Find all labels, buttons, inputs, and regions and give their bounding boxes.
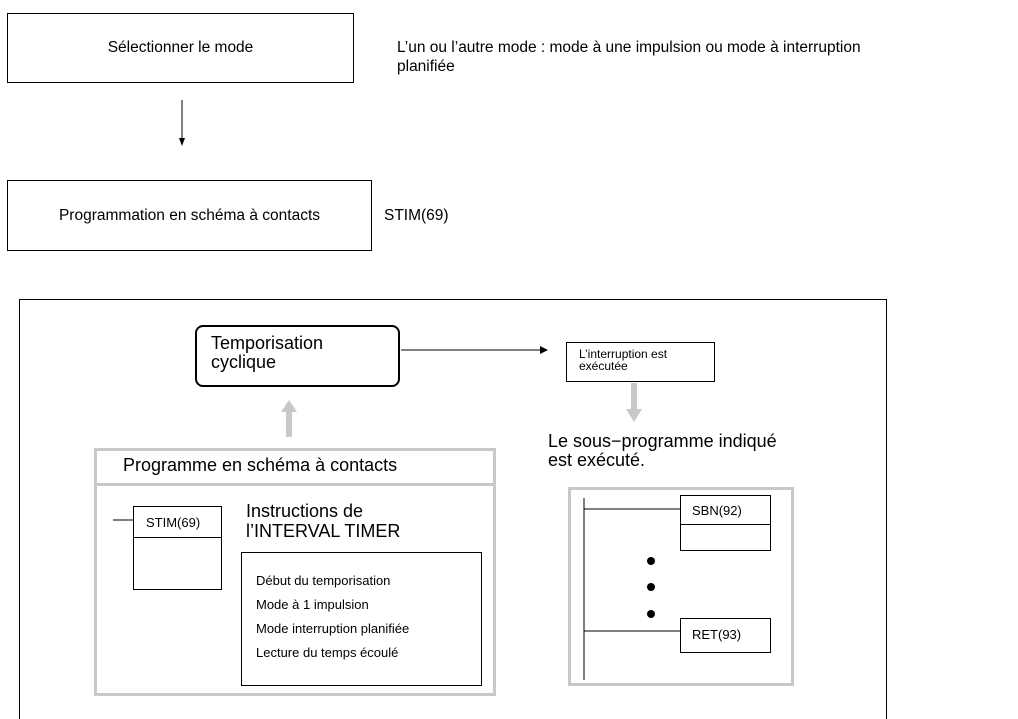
sbn-divider: [681, 524, 770, 525]
ladder-program-title-text: Programme en schéma à contacts: [123, 455, 398, 475]
stim-instruction-block: STIM(69): [133, 506, 222, 590]
select-mode-label: Sélectionner le mode: [107, 39, 254, 56]
interrupt-executed-box: L’interruption est exécutée: [566, 342, 715, 382]
instruction-item: Début du temporisation: [256, 573, 391, 588]
down-arrowhead: [179, 138, 185, 146]
select-mode-note: L’un ou l’autre mode : mode à une impuls…: [397, 38, 861, 76]
ret-instruction-block: RET(93): [680, 618, 771, 653]
instruction-item: Mode interruption planifiée: [256, 621, 410, 636]
right-arrowhead: [540, 346, 548, 354]
instructions-list-box: Début du temporisation Mode à 1 impulsio…: [241, 552, 482, 686]
sbn-label: SBN(92): [692, 503, 742, 518]
stim-instruction-label: STIM(69): [146, 515, 201, 530]
subroutine-caption-line1: Le sous−programme indiqué: [548, 431, 777, 451]
interrupt-executed-line2: exécutée: [579, 359, 628, 373]
subroutine-panel: [568, 487, 794, 686]
ladder-program-panel: [94, 448, 496, 696]
select-mode-box: Sélectionner le mode: [7, 13, 354, 83]
instruction-item: Lecture du temps écoulé: [256, 645, 399, 660]
stim-instruction-divider: [134, 537, 221, 538]
diagram-frame: [19, 299, 887, 719]
sbn-instruction-block: SBN(92): [680, 495, 771, 551]
ladder-program-title: Programme en schéma à contacts: [123, 456, 397, 475]
select-mode-note-line1: L’un ou l’autre mode : mode à une impuls…: [397, 39, 861, 56]
ladder-programming-label: Programmation en schéma à contacts: [58, 206, 321, 224]
cyclic-timer-line1: Temporisation: [211, 333, 324, 353]
instruction-item: Mode à 1 impulsion: [256, 597, 369, 612]
cyclic-timer-line2: cyclique: [211, 352, 277, 372]
instructions-title: Instructions de l’INTERVAL TIMER: [246, 501, 400, 541]
gray-down-arrowhead: [626, 409, 642, 422]
ellipsis-dot: [647, 557, 655, 565]
ellipsis-dot: [647, 583, 655, 591]
ladder-program-divider: [94, 483, 496, 486]
gray-up-arrowhead: [281, 400, 297, 412]
ladder-programming-box: Programmation en schéma à contacts: [7, 180, 372, 251]
cyclic-timer-box: Temporisation cyclique: [195, 325, 400, 387]
ladder-programming-note: STIM(69): [384, 207, 449, 225]
interrupt-executed-line1: L’interruption est: [579, 347, 668, 361]
select-mode-note-line2: planifiée: [397, 58, 455, 75]
ladder-programming-note-text: STIM(69): [384, 207, 449, 224]
subroutine-caption-line2: est exécuté.: [548, 450, 646, 470]
subroutine-caption: Le sous−programme indiqué est exécuté.: [548, 432, 777, 470]
instructions-title-line2: l’INTERVAL TIMER: [246, 521, 401, 541]
ellipsis-dot: [647, 610, 655, 618]
instructions-title-line1: Instructions de: [246, 501, 364, 521]
ret-label: RET(93): [692, 627, 742, 642]
